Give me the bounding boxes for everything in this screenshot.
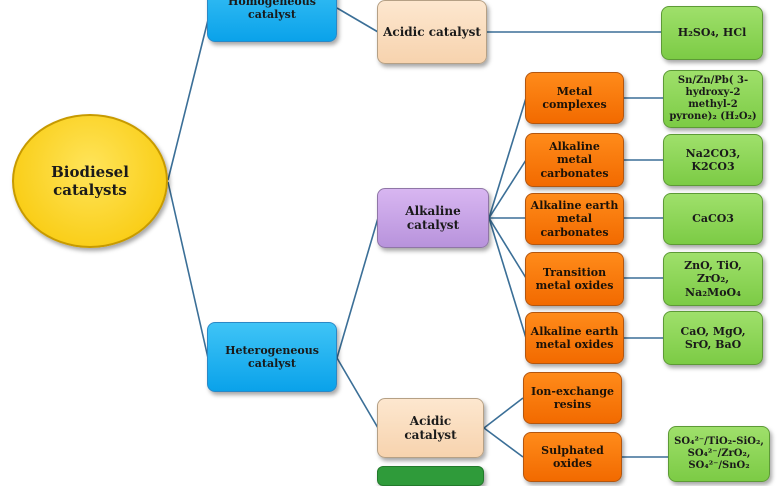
alkaline-earth-carbonates-node: Alkaline earth metal carbonates [525, 193, 624, 245]
metal-complexes-example: Sn/Zn/Pb( 3-hydroxy-2 methyl-2 pyrone)₂ … [669, 75, 757, 122]
alkaline-earth-carbonates-example-node: CaCO3 [663, 193, 763, 245]
alkaline-label: Alkaline catalyst [405, 203, 461, 232]
link-alkaline-earth-oxides [488, 217, 527, 339]
alkaline-earth-oxides-example-node: CaO, MgO, SrO, BaO [663, 311, 763, 365]
metal-complexes-node: Metal complexes [525, 72, 624, 124]
link-alkaline-transition-oxides [488, 217, 527, 279]
alkaline-earth-oxides-label: Alkaline earth metal oxides [530, 324, 619, 351]
metal-complexes-label: Metal complexes [542, 84, 607, 111]
sulphated-oxides-example-node: SO₄²⁻/TiO₂-SiO₂, SO₄²⁻/ZrO₂, SO₄²⁻/SnO₂ [668, 426, 770, 482]
alkaline-earth-carbonates-example: CaCO3 [692, 212, 734, 226]
link-alkaline-metal-complexes [488, 97, 527, 219]
transition-metal-oxides-label: Transition metal oxides [535, 265, 614, 292]
heterogeneous-catalyst-node: Heterogeneous catalyst [207, 322, 337, 392]
alkaline-earth-oxides-node: Alkaline earth metal oxides [525, 312, 624, 364]
heterogeneous-acidic-label: Acidic catalyst [404, 413, 457, 442]
partial-bottom-node [377, 466, 484, 486]
link-homogeneous-acidic [336, 7, 379, 33]
homogeneous-acidic-example-node: H₂SO₄, HCl [661, 6, 763, 60]
alkaline-metal-carbonates-node: Alkaline metal carbonates [525, 133, 624, 187]
heterogeneous-acidic-node: Acidic catalyst [377, 398, 484, 458]
sulphated-oxides-node: Sulphated oxides [523, 432, 622, 482]
metal-complexes-example-node: Sn/Zn/Pb( 3-hydroxy-2 methyl-2 pyrone)₂ … [663, 70, 763, 128]
link-root-heterogeneous [167, 181, 209, 359]
homogeneous-label: Homogeneous catalyst [228, 0, 316, 21]
alkaline-metal-carbonates-example-node: Na2CO3, K2CO3 [663, 134, 763, 186]
homogeneous-catalyst-node: Homogeneous catalyst [207, 0, 337, 42]
link-acidic-ion-exchange [483, 397, 524, 429]
alkaline-earth-carbonates-label: Alkaline earth metal carbonates [530, 199, 619, 239]
alkaline-earth-oxides-example: CaO, MgO, SrO, BaO [680, 324, 746, 351]
alkaline-metal-carbonates-example: Na2CO3, K2CO3 [685, 146, 741, 173]
root-label: Biodiesel catalysts [51, 163, 129, 199]
ion-exchange-resins-node: Ion-exchange resins [523, 372, 622, 424]
homogeneous-acidic-example: H₂SO₄, HCl [677, 26, 747, 40]
homogeneous-acidic-node: Acidic catalyst [377, 0, 487, 64]
homogeneous-acidic-label: Acidic catalyst [383, 24, 481, 39]
sulphated-oxides-example: SO₄²⁻/TiO₂-SiO₂, SO₄²⁻/ZrO₂, SO₄²⁻/SnO₂ [674, 436, 764, 471]
root-node-biodiesel-catalysts: Biodiesel catalysts [12, 114, 168, 248]
link-root-homogeneous [167, 19, 209, 181]
transition-metal-oxides-example-node: ZnO, TiO, ZrO₂, Na₂MoO₄ [663, 252, 763, 306]
link-heterogeneous-acidic [336, 357, 379, 429]
alkaline-catalyst-node: Alkaline catalyst [377, 188, 489, 248]
heterogeneous-label: Heterogeneous catalyst [225, 343, 319, 370]
link-heterogeneous-alkaline [336, 217, 379, 359]
transition-metal-oxides-node: Transition metal oxides [525, 252, 624, 306]
link-acidic-sulphated [483, 427, 524, 458]
alkaline-metal-carbonates-label: Alkaline metal carbonates [540, 140, 609, 180]
sulphated-oxides-label: Sulphated oxides [541, 443, 604, 470]
connector-lines [167, 7, 668, 458]
transition-metal-oxides-example: ZnO, TiO, ZrO₂, Na₂MoO₄ [684, 259, 742, 299]
link-alkaline-metal-carbonates [488, 159, 527, 219]
ion-exchange-resins-label: Ion-exchange resins [530, 384, 615, 411]
